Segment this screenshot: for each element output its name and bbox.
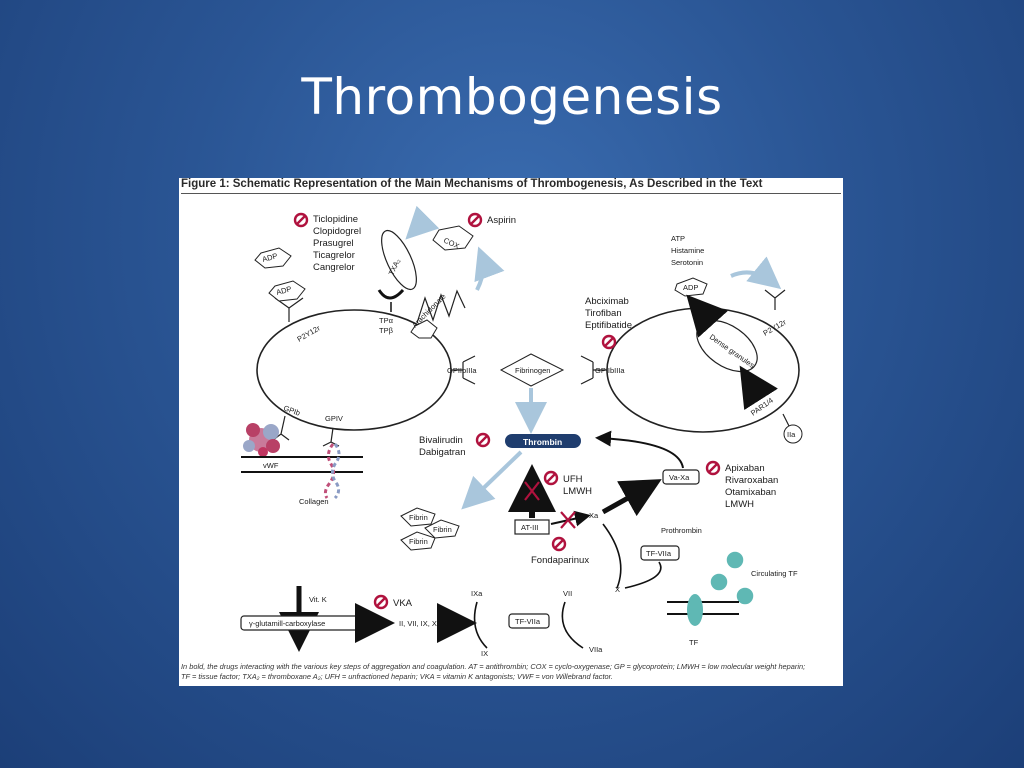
aspirin-group: Aspirin [467, 212, 516, 228]
tissue-factor-pathway: IXa IX TF-VIIa VII VIIa [471, 589, 603, 658]
ix-label: IX [481, 649, 488, 658]
at3-label: AT-III [521, 523, 538, 532]
thrombin-inhibitors: Bivalirudin Dabigatran [419, 432, 491, 458]
drug-clopidogrel: Clopidogrel [313, 226, 361, 237]
p2y12-inhibitors: Ticlopidine Clopidogrel Prasugrel Ticagr… [293, 212, 361, 273]
tf-label: TF [689, 638, 699, 647]
drug-aspirin: Aspirin [487, 215, 516, 226]
thrombin-pill [505, 434, 581, 448]
drug-ticlopidine: Ticlopidine [313, 214, 358, 225]
figure-footnote: In bold, the drugs interacting with the … [181, 662, 841, 682]
vwf-label: vWF [263, 461, 279, 470]
vwf-blob [243, 423, 280, 457]
fibrin-label-3: Fibrin [409, 537, 428, 546]
vit-k-label: Vit. K [309, 595, 327, 604]
drug-bivalirudin: Bivalirudin [419, 435, 463, 446]
prothrombin-label: Prothrombin [661, 526, 702, 535]
drug-abciximab: Abciximab [585, 296, 629, 307]
xa-inhibitors: Apixaban Rivaroxaban Otamixaban LMWH [705, 460, 778, 510]
adp-label-2: ADP [275, 284, 292, 297]
drug-vka: VKA [393, 598, 413, 609]
drug-rivaroxaban: Rivaroxaban [725, 475, 778, 486]
p2y12-receptor-left [274, 297, 304, 322]
drug-otamixaban: Otamixaban [725, 487, 776, 498]
vka-chain: Vit. K γ-glutamill-carboxylase VKA II, V… [240, 586, 477, 652]
drug-ticagrelor: Ticagrelor [313, 250, 355, 261]
va-xa-label: Va-Xa [669, 473, 690, 482]
fibrin-group: Fibrin Fibrin Fibrin [400, 507, 460, 551]
adp-label-right: ADP [683, 283, 698, 292]
circulating-tf-label: Circulating TF [751, 569, 798, 578]
fibrinogen-label: Fibrinogen [515, 366, 550, 375]
drug-lmwh-1: LMWH [563, 486, 592, 497]
histamine-label: Histamine [671, 246, 704, 255]
p2y12r-label-left: P2Y12r [296, 323, 323, 344]
slide-title: Thrombogenesis [301, 68, 723, 126]
serotonin-label: Serotonin [671, 258, 703, 267]
viia-label: VIIa [589, 645, 603, 654]
factors-label: II, VII, IX, X [399, 619, 437, 628]
drug-ufh: UFH [563, 474, 583, 485]
drug-dabigatran: Dabigatran [419, 447, 465, 458]
p2y12r-label-right: P2Y12r [762, 317, 789, 338]
tf-viia-label-right: TF-VIIa [646, 549, 672, 558]
xa-label: Xa [589, 511, 599, 520]
diagram-canvas: P2Y12r ADP ADP TXA₂ TPα TPβ Arachidonate… [240, 205, 803, 658]
atp-label: ATP [671, 234, 685, 243]
x-label: X [615, 585, 620, 594]
tpa-label: TPα [379, 316, 394, 325]
drug-prasugrel: Prasugrel [313, 238, 354, 249]
fibrin-label-2: Fibrin [433, 525, 452, 534]
footnote-line-2: TF = tissue factor; TXA₂ = thromboxane A… [181, 672, 613, 681]
left-platelet: P2Y12r ADP ADP TXA₂ TPα TPβ Arachidonate… [241, 205, 505, 506]
ixa-label: IXa [471, 589, 483, 598]
gpiv-label: GPIV [325, 414, 343, 423]
thrombin-label: Thrombin [523, 437, 562, 447]
gpiibiiia-label-left: GPIIbIIIa [447, 366, 477, 375]
gpiibiiia-label-right: GPIIbIIIa [595, 366, 625, 375]
gpiib-inhibitors: Abciximab Tirofiban Eptifibatide [585, 296, 632, 350]
drug-cangrelor: Cangrelor [313, 262, 355, 273]
tf-viia-label-bottom: TF-VIIa [515, 617, 541, 626]
drug-apixaban: Apixaban [725, 463, 765, 474]
adp-label-1: ADP [261, 251, 278, 264]
iia-label: IIa [787, 430, 796, 439]
vii-label: VII [563, 589, 572, 598]
drug-tirofiban: Tirofiban [585, 308, 622, 319]
drug-fondaparinux: Fondaparinux [531, 555, 589, 566]
drug-eptifibatide: Eptifibatide [585, 320, 632, 331]
circulating-tf: Circulating TF TF [667, 550, 798, 647]
caption-divider [181, 193, 841, 194]
figure-caption: Figure 1: Schematic Representation of th… [181, 178, 763, 190]
thrombogenesis-figure: Figure 1: Schematic Representation of th… [179, 178, 843, 686]
drug-lmwh-2: LMWH [725, 499, 754, 510]
carboxylase-label: γ-glutamill-carboxylase [249, 619, 325, 628]
tpb-label: TPβ [379, 326, 394, 335]
footnote-line-1: In bold, the drugs interacting with the … [181, 662, 806, 671]
fibrin-label-1: Fibrin [409, 513, 428, 522]
collagen-label: Collagen [299, 497, 329, 506]
